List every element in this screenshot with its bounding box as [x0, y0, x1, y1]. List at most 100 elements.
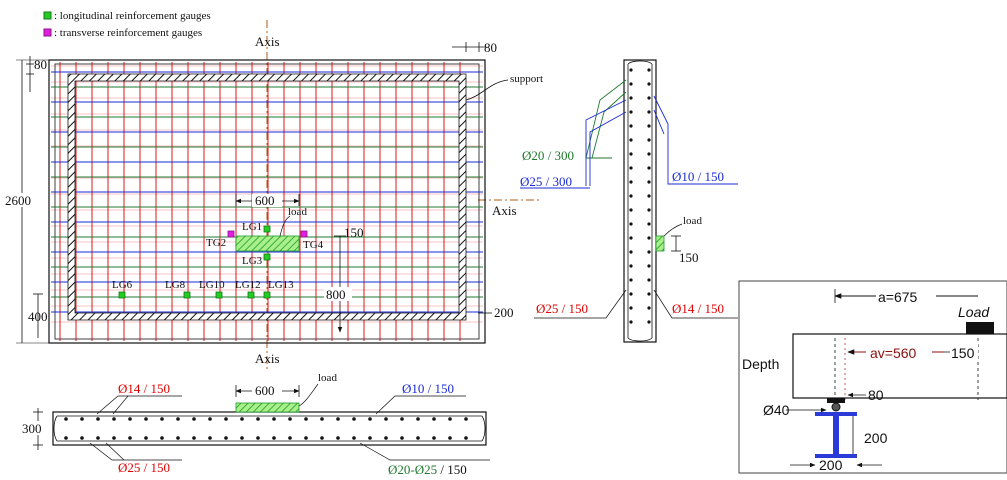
section-bottom-bar-dot	[352, 436, 356, 440]
section-bottom-bar-dot	[304, 436, 308, 440]
tsection-left-dot	[629, 68, 633, 72]
dim-2600-bg	[4, 193, 38, 207]
gauge-label-lg3: LG3	[242, 255, 263, 267]
tsection-left-dot	[629, 306, 633, 310]
section-top-bar-dot	[224, 417, 228, 421]
roller-40	[831, 402, 841, 412]
detail-load-block	[966, 322, 994, 334]
section-top-bar-dot	[416, 417, 420, 421]
dim-800-label: 800	[326, 287, 346, 302]
section-bottom-bar-dot	[464, 436, 468, 440]
section-outline	[52, 411, 487, 446]
tsection-right-dot	[647, 110, 651, 114]
bottom-green-sep: -	[410, 462, 414, 477]
section-load-label: load	[318, 372, 337, 384]
tsection-right-dot	[647, 278, 651, 282]
section-bottom-bar-dot	[240, 436, 244, 440]
tsection-left-dot	[629, 264, 633, 268]
axis-label-top: Axis	[255, 34, 280, 49]
legend-transverse: : transverse reinforcement gauges	[54, 27, 202, 39]
dim-a-bg	[876, 288, 936, 304]
load-label: load	[288, 206, 307, 218]
gauge-lg10	[215, 291, 223, 299]
gauge-lg8	[183, 291, 191, 299]
top-red-leader	[96, 395, 182, 415]
tsection-right-dot	[647, 138, 651, 142]
section-top-bar-dot	[288, 417, 292, 421]
green-leader-2	[591, 91, 627, 159]
gauge-label-lg13: LG13	[268, 279, 294, 291]
slab-outline	[48, 59, 486, 344]
bottom-green-b: Ø25	[415, 462, 437, 477]
tsection-green-label: Ø20 / 300	[522, 148, 574, 163]
section-top-bar-dot	[192, 417, 196, 421]
tsection-dim-150-label: 150	[679, 250, 699, 265]
section-bottom-bar-dot	[272, 436, 276, 440]
gauge-lg6	[118, 291, 126, 299]
gauge-label-tg4: TG4	[303, 239, 324, 251]
tsection-red-left: Ø25 / 150	[536, 301, 588, 316]
tsection-right-dot	[647, 292, 651, 296]
gauge-lg1	[263, 225, 271, 233]
gauge-lg12	[247, 291, 255, 299]
longitudinal-section: load 600 300 Ø14 / 150 Ø10 / 150 Ø25 / 1…	[20, 372, 490, 477]
legend-longitudinal: : longitudinal reinforcement gauges	[54, 10, 211, 22]
beam-bottom-flange	[815, 454, 857, 458]
tsection-load-label: load	[683, 215, 702, 227]
section-load-leader	[298, 383, 319, 407]
gauge-lg13	[263, 291, 271, 299]
section-bottom-bar-dot	[432, 436, 436, 440]
tsection-right-dot	[647, 124, 651, 128]
section-top-bar-dot	[432, 417, 436, 421]
tsection-right-dot	[647, 96, 651, 100]
dim-600-bg	[252, 194, 282, 207]
tsection-left-dot	[629, 292, 633, 296]
top-blue-label: Ø10 / 150	[402, 381, 454, 396]
tsection-right-dot	[647, 82, 651, 86]
bottom-mixed-label: Ø20-Ø25 / 150	[388, 462, 467, 477]
detail-dim-150: 150	[951, 345, 975, 361]
section-top-bar-dot	[304, 417, 308, 421]
axis-label-bottom: Axis	[255, 351, 280, 366]
detail-depth: Depth	[742, 356, 779, 372]
detail-frame	[738, 280, 1007, 474]
bottom-red-leader	[89, 442, 182, 461]
gauge-label-lg8: LG8	[165, 279, 186, 291]
tsection-left-dot	[629, 138, 633, 142]
tsection-left-dot	[629, 208, 633, 212]
section-top-bar-dot	[368, 417, 372, 421]
section-top-bar-dot	[384, 417, 388, 421]
longitudinal-gauge-swatch	[43, 11, 52, 20]
section-top-bar-dot	[400, 417, 404, 421]
section-dim-600-label: 600	[255, 383, 275, 398]
section-bottom-bar-dot	[80, 436, 84, 440]
blue-right-leader-2	[653, 109, 665, 135]
transverse-gauge-swatch	[43, 28, 52, 37]
detail-load-label: Load	[958, 304, 990, 320]
red-left-leader	[534, 289, 627, 319]
section-top-bar-dot	[352, 417, 356, 421]
tsection-left-dot	[629, 166, 633, 170]
axis-label-right: Axis	[492, 203, 517, 218]
bottom-green-tail: / 150	[437, 462, 467, 477]
tsection-blue-right-label: Ø10 / 150	[672, 169, 724, 184]
dim-av-label: av=560	[870, 345, 917, 361]
section-bottom-bar-dot	[160, 436, 164, 440]
tsection-left-dot	[629, 222, 633, 226]
tsection-outline	[623, 59, 657, 343]
tsection-right-dot	[647, 250, 651, 254]
tsection-left-dot	[629, 96, 633, 100]
tsection-right-dot	[647, 180, 651, 184]
dim-av-bg	[866, 344, 932, 360]
tsection-hook-top	[627, 60, 653, 65]
detail-slab	[792, 333, 1007, 399]
section-top-bar-dot	[64, 417, 68, 421]
tsection-left-dot	[629, 320, 633, 324]
section-top-bar-dot	[160, 417, 164, 421]
support-leader	[465, 79, 509, 101]
plan-view: Axis Axis Axis support load 600 150 800	[4, 20, 543, 370]
section-dim-600-bg	[252, 384, 282, 397]
tsection-right-dot	[647, 166, 651, 170]
tsection-right-dot	[647, 320, 651, 324]
